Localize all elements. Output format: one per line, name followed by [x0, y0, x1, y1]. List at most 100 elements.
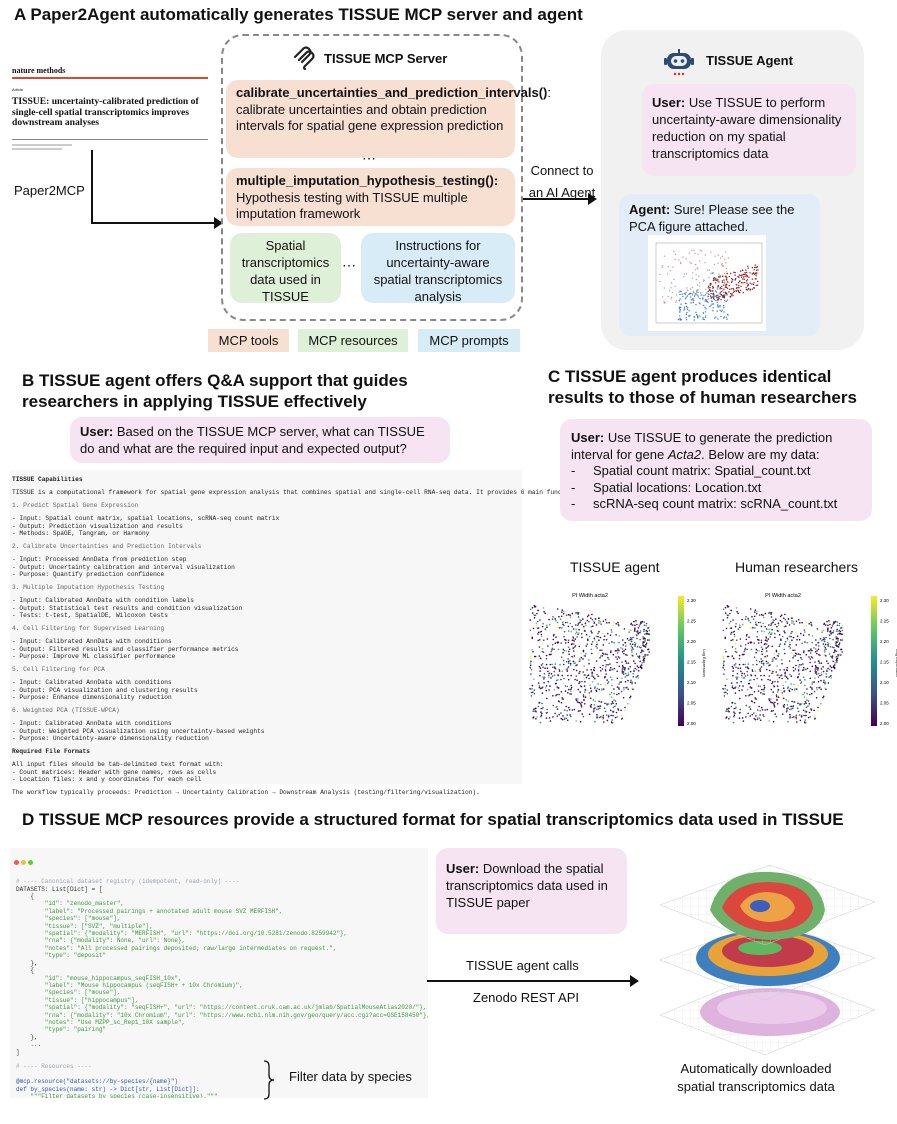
- plot-point: [597, 705, 600, 708]
- plot-point: [810, 624, 813, 626]
- plot-point: [747, 682, 750, 685]
- plot-point: [803, 696, 806, 698]
- plot-point: [758, 660, 761, 663]
- plot-point: [588, 620, 590, 623]
- doc-required-title: Required File Formats: [12, 748, 90, 755]
- colorbar-tick-label: 2.10: [687, 680, 696, 685]
- pca-point: [730, 292, 732, 295]
- code-line: "id": "mouse_hippocampus_seqFISH_10x",: [16, 974, 182, 982]
- plot-point: [531, 612, 534, 614]
- pca-point: [663, 287, 665, 289]
- plot-point: [590, 703, 593, 706]
- plot-point: [598, 639, 600, 641]
- doc-section-title: 3. Multiple Imputation Hypothesis Testin…: [12, 584, 165, 591]
- pca-point: [709, 305, 711, 308]
- pca-point: [753, 269, 755, 271]
- plot-point: [547, 645, 549, 647]
- plot-point: [826, 630, 829, 632]
- pca-point: [721, 280, 723, 282]
- plot-point: [565, 717, 568, 720]
- plot-point: [579, 709, 581, 712]
- plot-point: [541, 702, 544, 705]
- plot-point: [728, 718, 730, 720]
- pca-point: [691, 249, 693, 252]
- doc-section-line: - Output: Filtered results and classifie…: [12, 645, 239, 653]
- pca-point: [697, 253, 699, 255]
- pca-point: [680, 290, 682, 293]
- plot-point: [787, 677, 789, 680]
- plot-point: [794, 688, 796, 690]
- pca-point: [693, 316, 695, 318]
- pca-point: [726, 318, 728, 320]
- colorbar-tick-label: 2.00: [880, 721, 889, 726]
- plot-point: [628, 631, 630, 633]
- plot-point: [541, 647, 544, 650]
- pca-point: [704, 311, 707, 313]
- pca-point: [685, 317, 687, 319]
- plot-point: [725, 691, 727, 694]
- plot-point: [584, 624, 587, 626]
- plot-point: [804, 631, 806, 633]
- pca-point: [732, 287, 734, 290]
- plot-point: [731, 686, 734, 689]
- plot-point: [572, 639, 574, 641]
- agent-user-text: Use TISSUE to perform uncertainty-aware …: [652, 95, 842, 161]
- plot-point: [543, 676, 546, 679]
- plot-point: [793, 623, 795, 625]
- plot-point: [798, 673, 800, 675]
- mcp-logo-icon: [292, 46, 318, 71]
- plot-point: [730, 705, 733, 708]
- plot-point: [533, 689, 536, 691]
- plot-point: [761, 693, 764, 695]
- plot-point: [790, 652, 792, 654]
- plot-point: [591, 641, 594, 643]
- plot-point: [599, 649, 601, 652]
- plot-point: [608, 642, 610, 645]
- plot-point: [637, 670, 640, 672]
- code-line: "spatial": {"modality": "MERFISH", "url"…: [16, 930, 348, 938]
- plot-point: [616, 677, 619, 680]
- doc-required-line: - Count matrices: Header with gene names…: [12, 768, 217, 776]
- plot-point: [798, 638, 801, 641]
- pca-point: [747, 267, 749, 269]
- mcp-resource-box: Spatial transcriptomics data used in TIS…: [230, 233, 341, 304]
- plot-point: [639, 638, 641, 641]
- plot-point: [749, 641, 752, 643]
- plot-point: [640, 664, 643, 666]
- plot-point: [766, 662, 768, 665]
- plot-point: [793, 716, 795, 718]
- plot-point: [833, 646, 835, 649]
- plot-point: [645, 644, 647, 646]
- plot-point: [741, 618, 743, 621]
- pca-point: [663, 301, 665, 303]
- plot-point: [568, 693, 571, 695]
- plot-point: [596, 705, 599, 708]
- plot-point: [757, 709, 759, 711]
- plot-point: [558, 693, 560, 696]
- plot-point: [760, 625, 763, 628]
- plot-point: [634, 642, 637, 645]
- plot-point: [749, 708, 752, 710]
- plot-point: [548, 623, 551, 626]
- plot-point: [824, 651, 826, 653]
- plot-point: [530, 695, 533, 697]
- pca-point: [717, 280, 719, 282]
- plot-point: [790, 675, 793, 677]
- plot-point: [551, 663, 553, 666]
- pca-point: [741, 274, 744, 276]
- plot-point: [616, 716, 618, 718]
- plot-point: [542, 607, 545, 609]
- plot-point: [754, 627, 756, 629]
- pca-point: [710, 297, 712, 300]
- plot-point: [569, 660, 571, 662]
- plot-point: [836, 659, 838, 661]
- doc-section-title: 5. Cell Filtering for PCA: [12, 666, 105, 673]
- plot-point: [822, 695, 825, 698]
- pca-point: [730, 281, 733, 284]
- plot-point: [753, 615, 756, 618]
- plot-point: [612, 668, 614, 671]
- plot-point: [768, 631, 771, 633]
- plot-point: [611, 710, 614, 713]
- plot-point: [811, 683, 813, 685]
- plot-point: [787, 707, 789, 709]
